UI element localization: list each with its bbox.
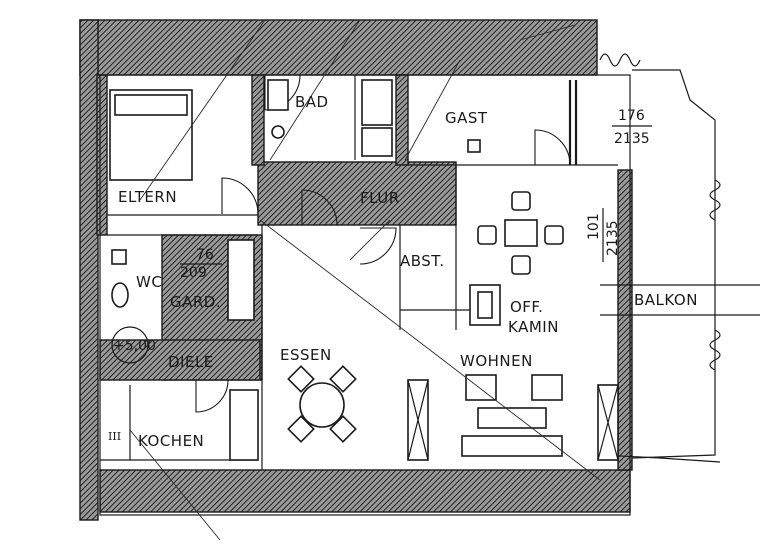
room-labels: BAD GAST ELTERN FLUR ABST. WC GARD. DIEL… [118, 93, 698, 450]
exterior-walls [79, 19, 633, 521]
room-label-off: OFF. [510, 298, 543, 316]
room-label-balkon: BALKON [634, 291, 698, 309]
room-label-flur: FLUR [360, 189, 400, 207]
balcony-outline [599, 53, 760, 463]
room-label-kamin: KAMIN [508, 318, 559, 336]
room-label-wohnen: WOHNEN [460, 352, 533, 370]
bed-icon [109, 89, 193, 181]
window-sills [229, 379, 619, 461]
room-label-diele: DIELE [168, 353, 214, 371]
wc-fixtures-icon [111, 239, 255, 321]
dim-gast-width: 176 [618, 108, 645, 124]
dining-table-icon [287, 365, 357, 443]
level-marker-icon [111, 326, 149, 364]
bath-fixtures-icon [267, 79, 481, 157]
dim-wohnen-height: 2135 [605, 220, 621, 256]
room-label-essen: ESSEN [280, 346, 332, 364]
room-label-eltern: ELTERN [118, 188, 177, 206]
partition-lines [99, 74, 631, 516]
dim-wc-width: 76 [196, 247, 214, 263]
room-label-gard: GARD. [170, 293, 221, 311]
dim-wohnen-width: 101 [586, 213, 602, 240]
room-label-abst: ABST. [400, 252, 444, 270]
sofa-set-icon [461, 374, 563, 457]
seating-group-icon [477, 191, 564, 275]
room-label-wc: WC [136, 273, 162, 291]
room-label-kochen: KOCHEN [138, 432, 204, 450]
sketch-lines [129, 19, 601, 541]
dim-gast-height: 2135 [614, 131, 650, 147]
stair-mark: III [108, 430, 121, 443]
dim-wc-height: 209 [180, 265, 207, 281]
fireplace-icon [469, 284, 501, 326]
room-label-gast: GAST [445, 109, 488, 127]
level-value: +5,00 [113, 338, 156, 354]
room-label-bad: BAD [295, 93, 329, 111]
dimension-labels: 176 2135 101 2135 76 209 +5,00 III [108, 108, 652, 443]
